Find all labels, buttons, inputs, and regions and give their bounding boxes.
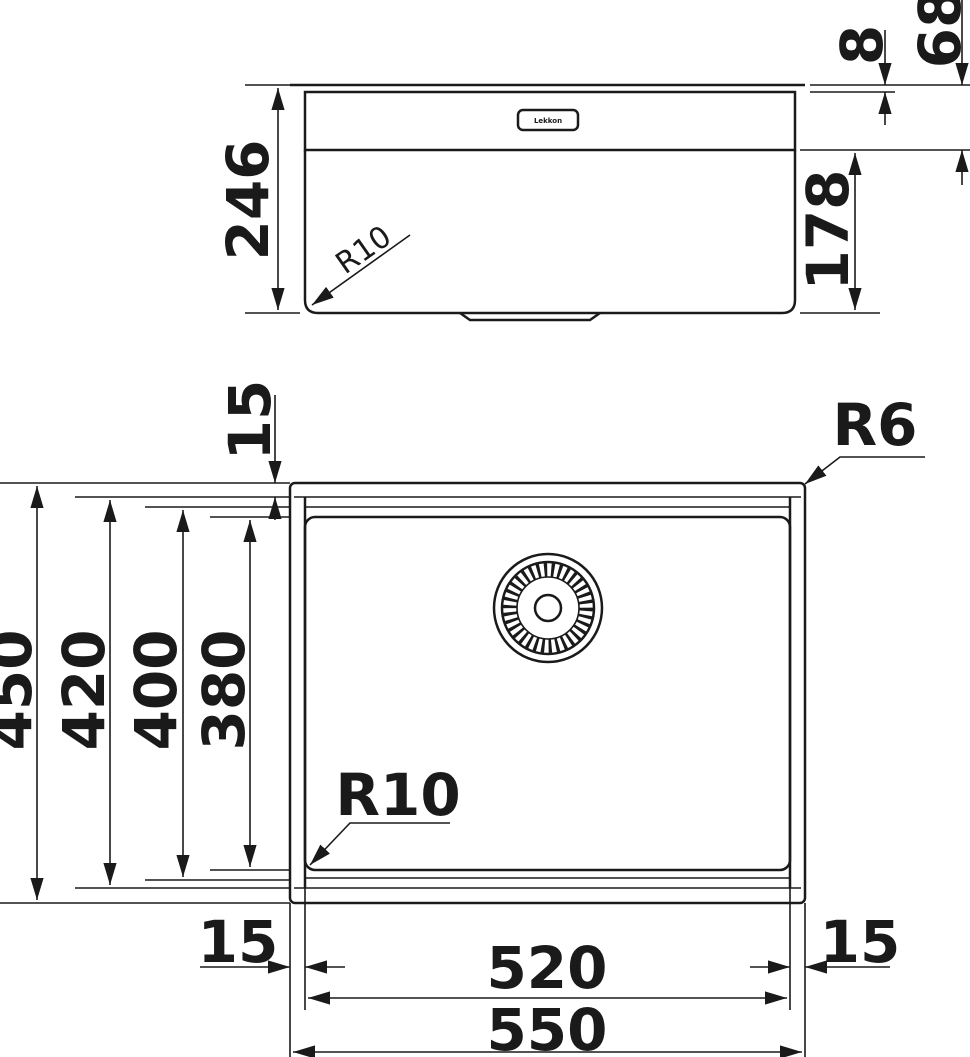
dimension-15-top-label: 15 — [216, 380, 284, 461]
radius-r10-inner-leader — [309, 822, 450, 866]
dimension-400-label: 400 — [122, 629, 190, 750]
radius-r10-leader — [311, 234, 411, 306]
drain-outlet — [459, 311, 601, 322]
svg-text:Lekkon: Lekkon — [534, 117, 562, 125]
dimension-178-label: 178 — [794, 169, 862, 290]
top-view: 450 420 400 380 15 R6 R10 15 15 520 550 — [0, 380, 925, 1057]
radius-r6-leader — [804, 456, 925, 485]
side-view: Lekkon 246 178 8 68 R10 — [214, 0, 970, 322]
drain-strainer-icon — [492, 552, 604, 664]
dimension-68-label: 68 — [906, 0, 970, 68]
radius-r10-label: R10 — [330, 219, 398, 282]
dimension-15-left-label: 15 — [198, 908, 279, 976]
bowl-body — [303, 150, 797, 315]
dimension-380-label: 380 — [190, 629, 258, 750]
dimension-420-label: 420 — [50, 629, 118, 750]
basin-outline — [303, 515, 792, 872]
sink-outline — [288, 481, 807, 905]
radius-r6-label: R6 — [832, 391, 917, 459]
dimension-520-label: 520 — [486, 934, 607, 1002]
radius-r10-inner-label: R10 — [335, 761, 460, 829]
dimension-450-label: 450 — [0, 629, 45, 750]
brand-logo-badge: Lekkon — [516, 108, 580, 132]
dimension-15-right-label: 15 — [820, 908, 901, 976]
dimension-8-label: 8 — [828, 25, 896, 65]
dimension-246-label: 246 — [214, 139, 282, 260]
dimension-550-label: 550 — [486, 996, 607, 1057]
